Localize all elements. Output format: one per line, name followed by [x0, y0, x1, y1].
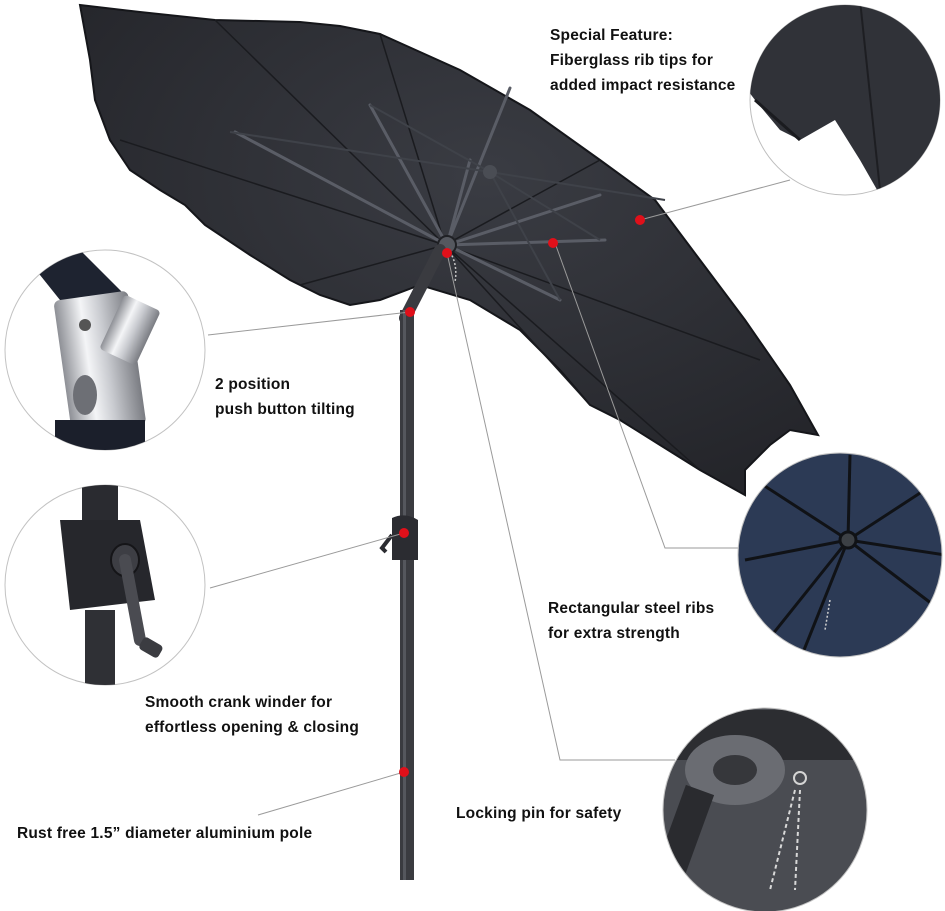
marker-tilt — [405, 307, 415, 317]
detail-tilt-joint — [4, 249, 206, 451]
label-tilt: 2 position push button tilting — [215, 376, 355, 418]
detail-locking-pin — [662, 707, 868, 911]
detail-crank-handle — [4, 484, 206, 686]
marker-ribs — [548, 238, 558, 248]
label-pole: Rust free 1.5” diameter aluminium pole — [17, 825, 313, 842]
detail-canopy-edge — [749, 4, 941, 196]
label-ribs: Rectangular steel ribs for extra strengt… — [548, 600, 715, 642]
marker-crank — [399, 528, 409, 538]
detail-underside-ribs — [737, 452, 943, 658]
label-pin: Locking pin for safety — [456, 805, 622, 822]
marker-pin — [442, 248, 452, 258]
pole — [379, 244, 446, 880]
label-fiberglass: Special Feature: Fiberglass rib tips for… — [550, 27, 736, 94]
leader-lines — [207, 179, 791, 816]
marker-pole — [399, 767, 409, 777]
label-crank: Smooth crank winder for effortless openi… — [145, 694, 360, 736]
feature-markers — [399, 215, 645, 777]
marker-fiberglass — [635, 215, 645, 225]
